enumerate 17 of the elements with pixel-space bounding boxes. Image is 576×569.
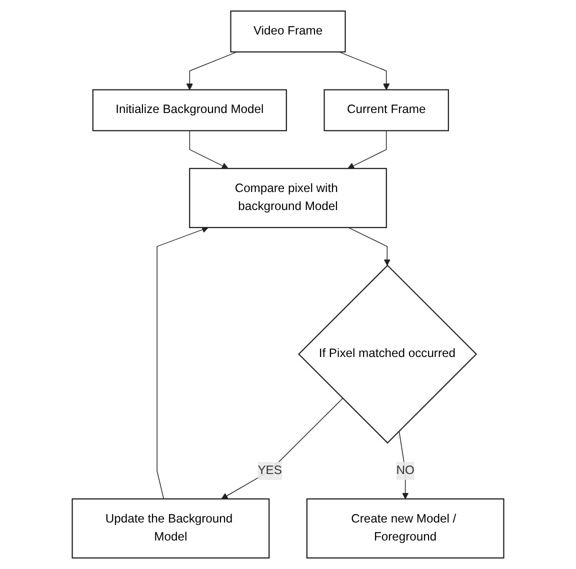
arrow: [398, 430, 409, 500]
node-box: Compare pixel with background Model: [189, 168, 387, 228]
node-box: Initialize Background Model: [92, 89, 287, 132]
node-diamond: If Pixel matched occurred: [298, 264, 478, 444]
arrow: [186, 52, 238, 90]
arrow: [348, 130, 387, 169]
arrow: [189, 130, 228, 169]
node-box: Create new Model / Foreground: [306, 498, 504, 559]
arrow: [221, 398, 344, 500]
arrow: [156, 226, 208, 500]
edge-label: YES: [258, 464, 282, 477]
node-box: Update the Background Model: [72, 498, 270, 559]
arrow: [348, 227, 390, 266]
edge-label: NO: [396, 464, 414, 477]
node-box: Video Frame: [230, 10, 346, 52]
node-box: Current Frame: [324, 89, 449, 132]
arrow: [338, 52, 390, 90]
